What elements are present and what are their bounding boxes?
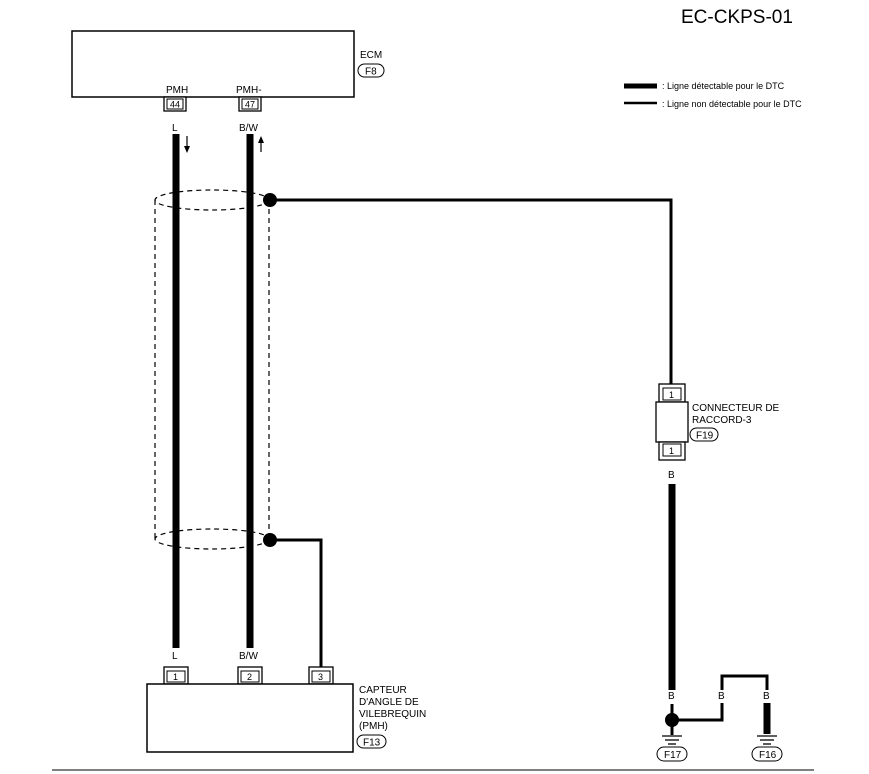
joint-connector-badge [689, 427, 719, 442]
ground-jumper-top [720, 674, 769, 690]
wire-color-l-bottom: L [172, 651, 178, 662]
sensor-label-line2: D'ANGLE DE [359, 697, 419, 708]
ecm-connector-id: F8 [365, 67, 377, 78]
shield-wire-to-joint [270, 198, 673, 384]
sensor-label-line3: VILEBREQUIN [359, 709, 426, 720]
ecm-pin-44-number: 44 [170, 100, 180, 110]
ecm-module: ECM F8 PMH 44 PMH- 47 [71, 30, 385, 112]
ecm-connector-badge [357, 63, 385, 78]
sensor-label-line4: (PMH) [359, 721, 388, 732]
wire-color-b-ground-f17: B [668, 691, 675, 702]
ecm-pin-47-number: 47 [245, 100, 255, 110]
ecm-label: ECM [360, 50, 382, 61]
ground-f17-id: F17 [664, 750, 682, 761]
legend: : Ligne détectable pour le DTC : Ligne n… [624, 81, 802, 109]
ground-f17-icon [662, 735, 682, 745]
sensor-pin-1-number: 1 [173, 672, 178, 682]
shield-wire-to-sensor-pin3 [270, 538, 323, 667]
signal-arrow-down-icon [184, 136, 190, 153]
joint-connector-id: F19 [696, 431, 714, 442]
sensor-pin-1-connector: 1 [163, 666, 189, 685]
sensor-pin-2-connector: 2 [237, 666, 263, 685]
sensor-connector-id: F13 [363, 738, 381, 749]
joint-label-line1: CONNECTEUR DE [692, 403, 780, 414]
joint-pin-top: 1 [669, 390, 674, 400]
sensor-pin-3-connector: 3 [308, 666, 334, 685]
legend-detectable-label: : Ligne détectable pour le DTC [662, 81, 785, 91]
wire-color-bw-top: B/W [239, 123, 258, 134]
signal-arrow-up-icon [258, 136, 264, 152]
wire-color-b-joint: B [668, 470, 675, 481]
wire-color-b-f16-left: B [718, 691, 725, 702]
ecm-box [71, 30, 355, 98]
ground-f16-id: F16 [759, 750, 777, 761]
ground-f16-icon [757, 735, 777, 745]
legend-non-detectable-label: : Ligne non détectable pour le DTC [662, 99, 802, 109]
sensor-pin-2-number: 2 [247, 672, 252, 682]
ecm-pin-name-pmh-minus: PMH- [236, 85, 262, 96]
ecm-pin-name-pmh: PMH [166, 85, 188, 96]
wire-color-l-top: L [172, 123, 178, 134]
diagram-code: EC-CKPS-01 [681, 7, 793, 28]
sensor-label-line1: CAPTEUR [359, 685, 407, 696]
ground-jumper-left [672, 703, 724, 722]
joint-connector-body [655, 401, 689, 443]
sensor-connector-badge [356, 734, 387, 749]
wire-color-bw-bottom: B/W [239, 651, 258, 662]
sensor-box [146, 683, 354, 753]
wire-color-b-f16-right: B [763, 691, 770, 702]
sensor-pin-3-number: 3 [318, 672, 323, 682]
ground-f16-badge [751, 746, 783, 762]
joint-connector: 1 1 CONNECTEUR DE RACCORD-3 F19 [655, 383, 780, 461]
ground-f17-badge [656, 746, 688, 762]
joint-pin-bottom: 1 [669, 446, 674, 456]
joint-label-line2: RACCORD-3 [692, 415, 752, 426]
